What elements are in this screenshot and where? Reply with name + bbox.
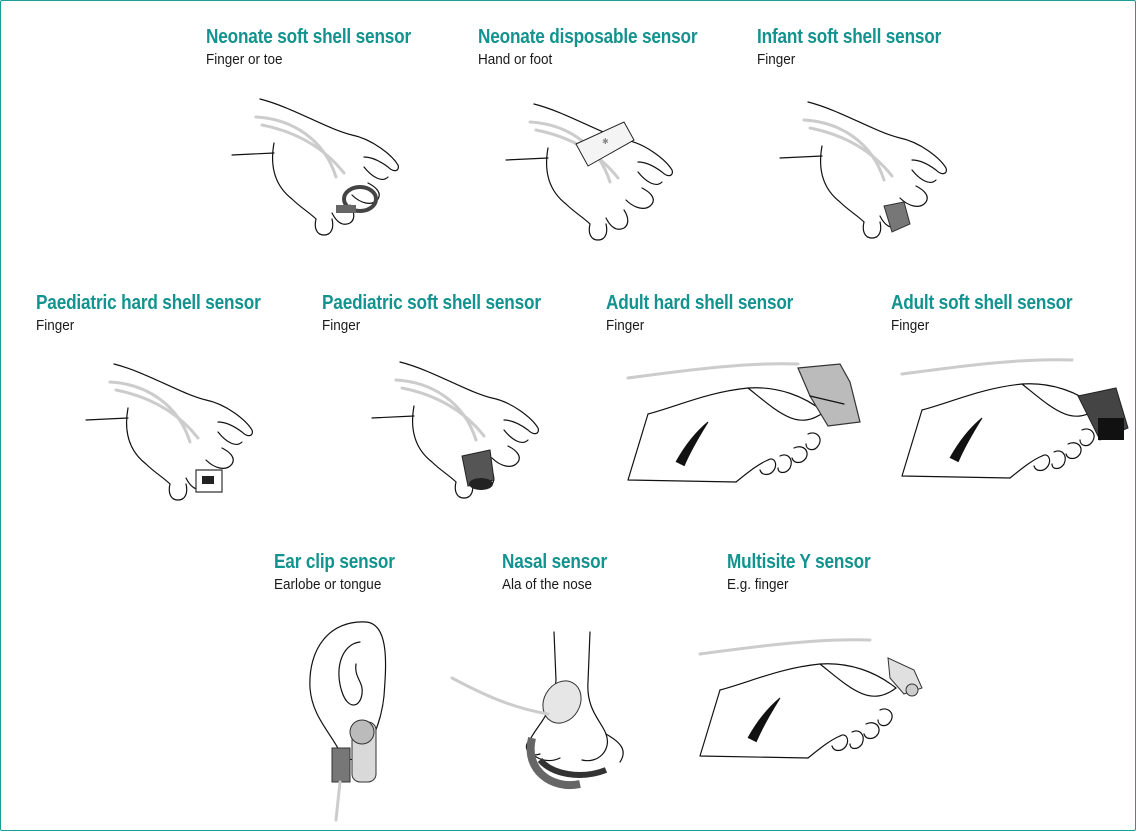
sensor-title: Paediatric hard shell sensor (36, 292, 261, 315)
sensor-title: Neonate soft shell sensor (206, 26, 411, 49)
sensor-site: Finger (606, 317, 802, 334)
large-hand-icon (700, 628, 940, 778)
sensor-adult-soft-shell: Adult soft shell sensor Finger (891, 292, 1102, 334)
sensor-site: Ala of the nose (502, 576, 612, 593)
sensor-site: Earlobe or tongue (274, 576, 400, 593)
sensor-title: Neonate disposable sensor (478, 26, 697, 49)
sensor-neonate-disposable: Neonate disposable sensor Hand or foot (478, 26, 733, 68)
sensor-site: Hand or foot (478, 51, 708, 68)
ear-icon (300, 612, 410, 822)
sensor-infant-soft-shell: Infant soft shell sensor Finger (757, 26, 971, 68)
sensor-multisite-y: Multisite Y sensor E.g. finger (727, 551, 894, 593)
small-hand-icon (232, 95, 402, 245)
small-hand-icon (780, 98, 960, 238)
sensor-neonate-soft-shell: Neonate soft shell sensor Finger or toe (206, 26, 444, 68)
sensor-ear-clip: Ear clip sensor Earlobe or tongue (274, 551, 414, 593)
sensor-title: Paediatric soft shell sensor (322, 292, 541, 315)
sensor-site: Finger (322, 317, 551, 334)
sensor-adult-hard-shell: Adult hard shell sensor Finger (606, 292, 824, 334)
sensor-site: Finger (891, 317, 1081, 334)
large-hand-icon (628, 352, 868, 487)
sensor-title: Adult hard shell sensor (606, 292, 793, 315)
svg-text:✱: ✱ (602, 137, 609, 146)
sensor-paediatric-soft-shell: Paediatric soft shell sensor Finger (322, 292, 577, 334)
sensor-paediatric-hard-shell: Paediatric hard shell sensor Finger (36, 292, 297, 334)
large-hand-icon (902, 348, 1132, 488)
sensor-site: Finger (36, 317, 271, 334)
sensor-nasal: Nasal sensor Ala of the nose (502, 551, 624, 593)
sensor-title: Multisite Y sensor (727, 551, 870, 574)
sensor-site: E.g. finger (727, 576, 877, 593)
sensor-title: Ear clip sensor (274, 551, 395, 574)
small-hand-icon (86, 360, 276, 510)
sensor-title: Nasal sensor (502, 551, 607, 574)
sensor-site: Finger (757, 51, 950, 68)
sensor-site: Finger or toe (206, 51, 421, 68)
sensor-title: Infant soft shell sensor (757, 26, 941, 49)
small-hand-icon (372, 358, 557, 493)
sensor-title: Adult soft shell sensor (891, 292, 1072, 315)
small-hand-icon: ✱ (506, 100, 691, 245)
nose-icon (452, 630, 672, 805)
